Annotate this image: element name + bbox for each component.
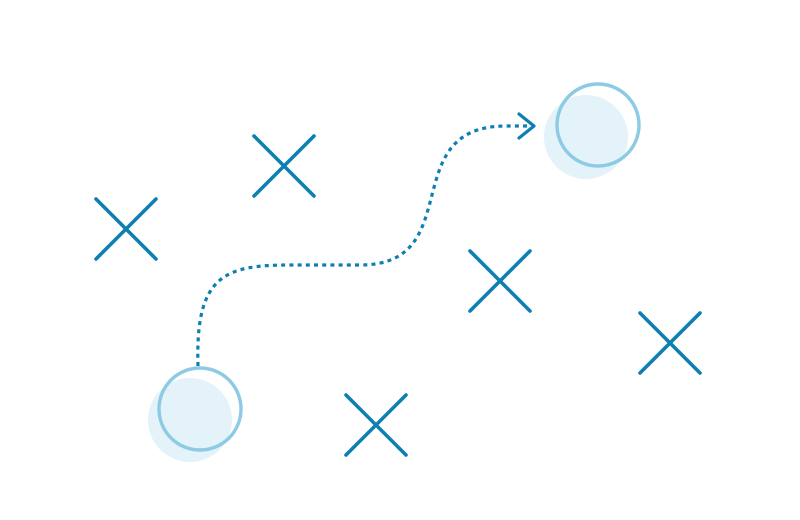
x-marker — [344, 393, 408, 457]
x-marker — [468, 249, 532, 313]
x-marker — [638, 311, 702, 375]
dotted-route-path — [196, 124, 530, 367]
arrowhead-icon — [517, 112, 536, 140]
x-marker — [94, 197, 158, 261]
start-circle-icon — [148, 366, 243, 462]
end-circle-icon — [544, 82, 641, 179]
x-marker — [252, 134, 316, 198]
